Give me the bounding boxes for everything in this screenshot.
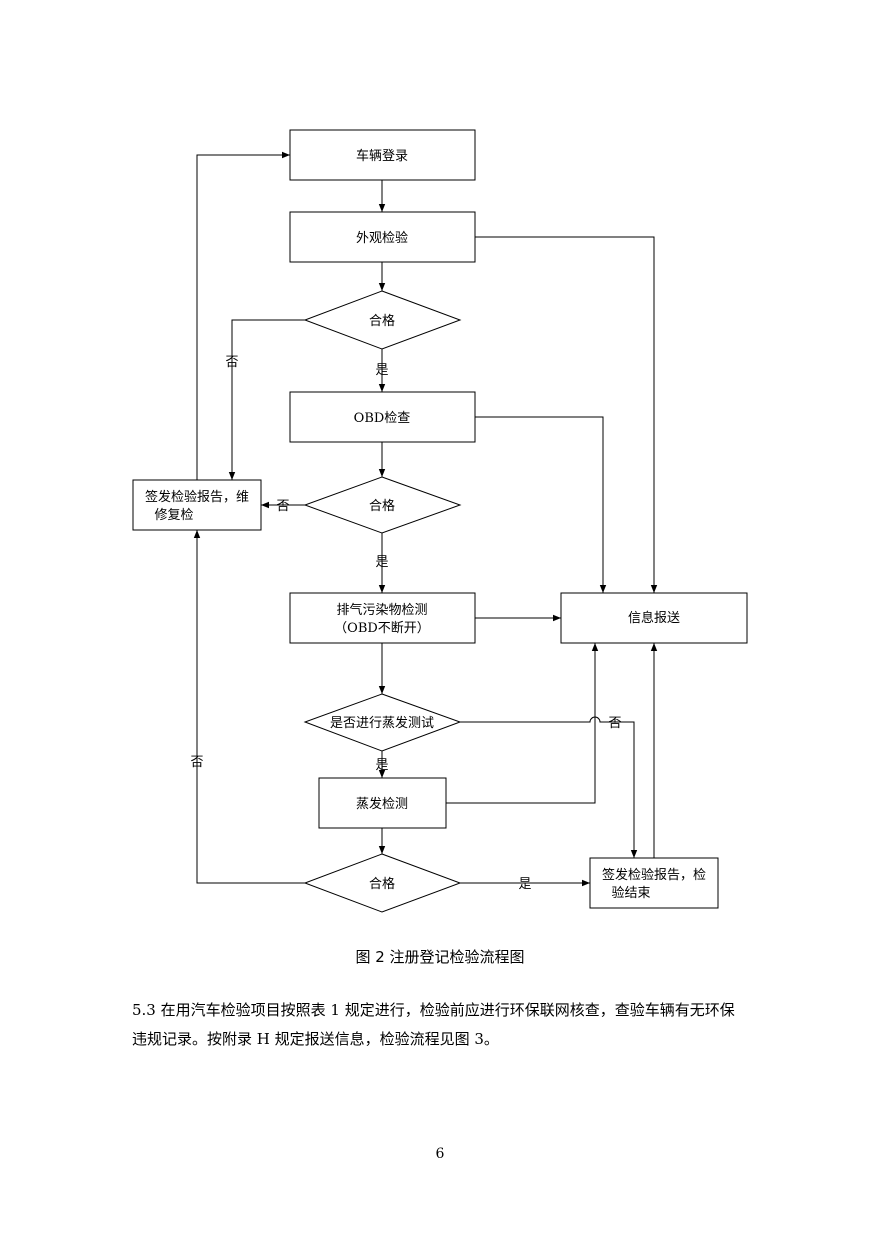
edge-repair-back-to-login <box>196 151 290 480</box>
decision-evaporation-test: 是否进行蒸发测试 <box>303 693 462 752</box>
svg-text:排气污染物检测: 排气污染物检测 <box>336 602 427 618</box>
svg-text:外观检验: 外观检验 <box>356 230 408 246</box>
svg-text:合格: 合格 <box>369 313 395 329</box>
node-obd-check: OBD检查 <box>289 391 476 443</box>
svg-text:OBD检查: OBD检查 <box>354 411 411 426</box>
edge-obd-to-info <box>475 416 607 593</box>
svg-text:信息报送: 信息报送 <box>628 610 680 626</box>
node-evaporation-test: 蒸发检测 <box>318 777 447 829</box>
label-evap-yes: 是 <box>375 758 388 773</box>
node-exhaust-emission-test: 排气污染物检测 （OBD不断开） <box>289 592 476 644</box>
label-pass3-yes: 是 <box>518 877 531 892</box>
node-info-report: 信息报送 <box>560 592 748 644</box>
label-pass3-no: 否 <box>190 755 203 770</box>
edge-evap-question-no <box>460 716 638 858</box>
inspection-flowchart: 车辆登录 外观检验 合格 OBD检查 合格 签发检验报告，维 修复检 排气污染物… <box>132 129 748 913</box>
label-pass2-yes: 是 <box>375 555 388 570</box>
label-pass1-no: 否 <box>225 355 238 370</box>
svg-text:车辆登录: 车辆登录 <box>356 148 408 164</box>
decision-pass-1: 合格 <box>303 290 462 350</box>
edge-visual-to-info <box>475 236 658 593</box>
svg-text:合格: 合格 <box>369 876 395 892</box>
edge-pass3-no <box>193 530 305 884</box>
paragraph-line-1: 5.3 在用汽车检验项目按照表 1 规定进行，检验前应进行环保联网核查，查验车辆… <box>132 1001 735 1019</box>
page-number: 6 <box>435 1146 445 1162</box>
svg-text:签发检验报告，检: 签发检验报告，检 <box>602 867 706 883</box>
svg-text:是否进行蒸发测试: 是否进行蒸发测试 <box>330 715 434 731</box>
node-visual-inspection: 外观检验 <box>289 211 476 263</box>
svg-text:合格: 合格 <box>369 498 395 514</box>
node-vehicle-login: 车辆登录 <box>289 129 476 181</box>
label-pass2-no: 否 <box>276 499 289 514</box>
node-report-repair-recheck: 签发检验报告，维 修复检 <box>132 479 262 531</box>
decision-pass-2: 合格 <box>303 476 462 534</box>
body-paragraph: 5.3 在用汽车检验项目按照表 1 规定进行，检验前应进行环保联网核查，查验车辆… <box>132 996 752 1054</box>
svg-text:签发检验报告，维: 签发检验报告，维 <box>145 489 249 505</box>
svg-text:（OBD不断开）: （OBD不断开） <box>334 621 430 636</box>
label-evap-no: 否 <box>608 716 621 731</box>
node-report-end: 签发检验报告，检 验结束 <box>589 857 719 909</box>
figure-caption: 图 2 注册登记检验流程图 <box>355 948 525 966</box>
paragraph-line-2: 违规记录。按附录 H 规定报送信息，检验流程见图 3。 <box>132 1030 499 1048</box>
edge-pass1-no <box>228 319 305 480</box>
svg-text:验结束: 验结束 <box>611 885 650 901</box>
label-pass1-yes: 是 <box>375 363 388 378</box>
edge-evap-to-info <box>446 643 599 804</box>
svg-text:修复检: 修复检 <box>154 508 193 523</box>
decision-pass-3: 合格 <box>303 853 462 913</box>
svg-text:蒸发检测: 蒸发检测 <box>356 796 408 812</box>
